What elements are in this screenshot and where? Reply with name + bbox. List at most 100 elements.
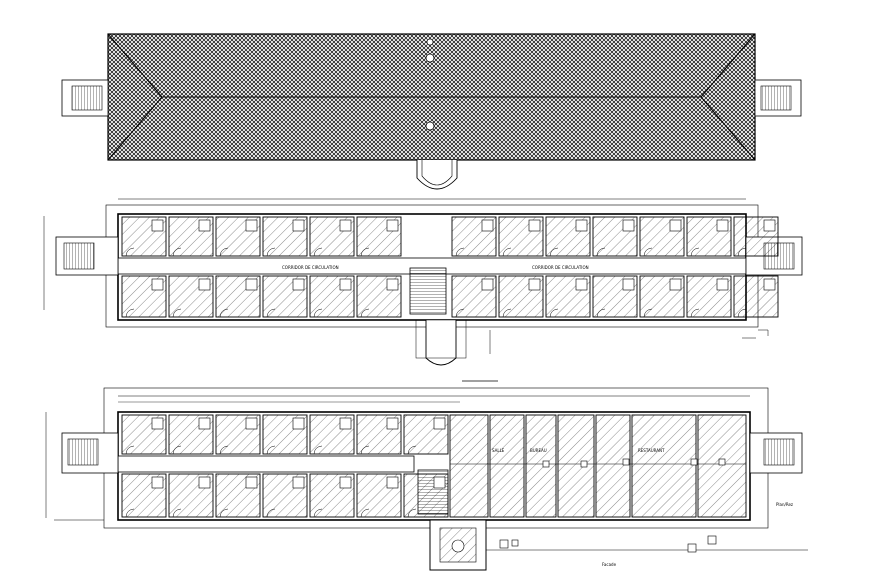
bathroom (763, 219, 776, 232)
door-swing (313, 308, 323, 318)
door-swing (266, 247, 276, 257)
hall (449, 414, 489, 518)
column (622, 458, 630, 466)
bathroom (575, 219, 588, 232)
door-swing (549, 247, 559, 257)
bathroom (481, 219, 494, 232)
hall-label: SALLE (492, 448, 505, 453)
hall-label: BUREAU (530, 448, 547, 453)
roof-vent-icon (426, 38, 434, 46)
door-swing (172, 308, 182, 318)
corridor-label: CORRIDOR DE CIRCULATION (282, 265, 339, 270)
bathroom (481, 278, 494, 291)
bathroom (292, 278, 305, 291)
bathroom (763, 278, 776, 291)
ground-entrance-annex (429, 519, 519, 571)
bathroom (198, 278, 211, 291)
bathroom (245, 417, 258, 430)
bathroom (151, 278, 164, 291)
bathroom (339, 219, 352, 232)
roof-entrance-canopy (416, 160, 458, 190)
hall (525, 414, 557, 518)
hall (557, 414, 595, 518)
door-swing (690, 308, 700, 318)
door-swing (596, 308, 606, 318)
door-swing (360, 247, 370, 257)
door-swing (219, 445, 229, 455)
bathroom (198, 417, 211, 430)
bathroom (386, 476, 399, 489)
door-swing (502, 247, 512, 257)
door-swing (407, 508, 417, 518)
bathroom (245, 278, 258, 291)
door-swing (125, 247, 135, 257)
bathroom (339, 417, 352, 430)
bathroom (622, 278, 635, 291)
door-swing (266, 308, 276, 318)
door-swing (313, 445, 323, 455)
door-swing (643, 247, 653, 257)
door-swing (407, 445, 417, 455)
door-swing (360, 508, 370, 518)
bathroom (151, 417, 164, 430)
roof-right-stair (754, 79, 802, 117)
bathroom (339, 278, 352, 291)
corridor-label: CORRIDOR DE CIRCULATION (532, 265, 589, 270)
room (309, 473, 355, 518)
hall-label: RESTAURANT (638, 448, 665, 453)
bathroom (622, 219, 635, 232)
door-swing (172, 247, 182, 257)
roof-plan (61, 33, 802, 190)
bathroom (575, 278, 588, 291)
door-swing (219, 247, 229, 257)
door-swing (549, 308, 559, 318)
ground-right-stair (749, 432, 803, 474)
hall (631, 414, 697, 518)
upper-left-stair (55, 236, 119, 276)
side-label: Plan/Rez (776, 502, 793, 507)
door-swing (219, 508, 229, 518)
hall (489, 414, 525, 518)
bathroom (528, 219, 541, 232)
door-swing (125, 508, 135, 518)
door-swing (455, 247, 465, 257)
door-swing (172, 445, 182, 455)
ground-left-stair (61, 432, 119, 474)
door-swing (125, 445, 135, 455)
bathroom (339, 476, 352, 489)
bathroom (151, 219, 164, 232)
bathroom (292, 219, 305, 232)
door-swing (690, 247, 700, 257)
door-swing (502, 308, 512, 318)
roof-vent-icon (425, 53, 435, 63)
roof-left-stair (61, 79, 109, 117)
door-swing (360, 308, 370, 318)
hall (697, 414, 747, 518)
door-swing (737, 247, 747, 257)
roof-vent-icon (425, 121, 435, 131)
bathroom (716, 278, 729, 291)
hall (595, 414, 631, 518)
door-swing (455, 308, 465, 318)
door-swing (313, 508, 323, 518)
bathroom (528, 278, 541, 291)
door-swing (266, 508, 276, 518)
bathroom (433, 476, 446, 489)
door-swing (360, 445, 370, 455)
bathroom (433, 417, 446, 430)
bathroom (716, 219, 729, 232)
bathroom (386, 417, 399, 430)
bathroom (292, 476, 305, 489)
door-swing (172, 508, 182, 518)
door-swing (737, 308, 747, 318)
door-swing (643, 308, 653, 318)
column (690, 458, 698, 466)
door-swing (219, 308, 229, 318)
bathroom (669, 278, 682, 291)
bathroom (151, 476, 164, 489)
bathroom (245, 476, 258, 489)
bathroom (198, 219, 211, 232)
door-swing (313, 247, 323, 257)
column (580, 460, 588, 468)
